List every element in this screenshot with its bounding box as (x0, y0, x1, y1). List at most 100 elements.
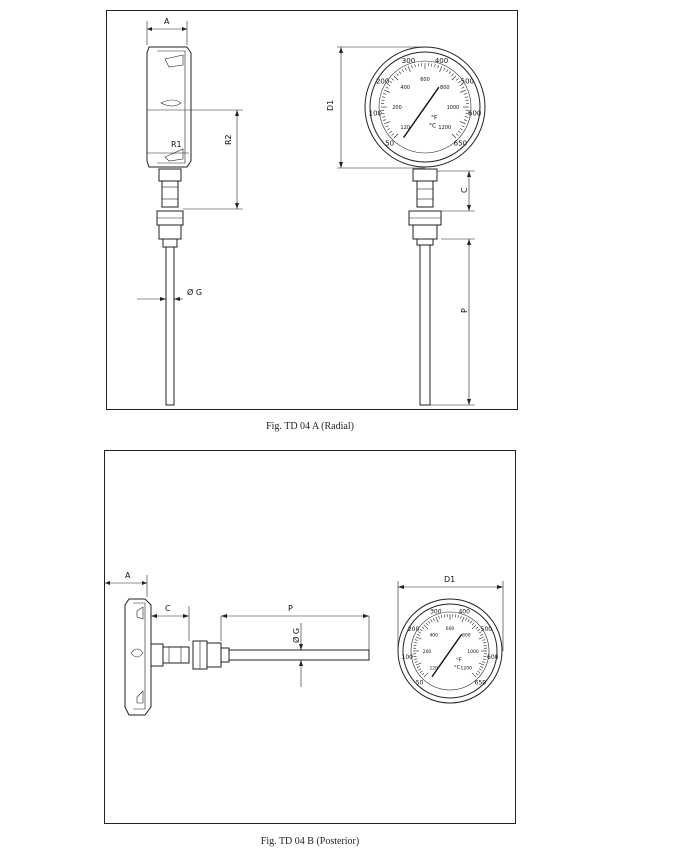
dial-tick (455, 133, 459, 136)
dial-tick (391, 78, 395, 81)
outer-scale-label: 300 (402, 57, 415, 65)
dial-tick (411, 65, 413, 69)
figure-b-drawing: A C (105, 571, 504, 716)
outer-scale-label: 600 (487, 654, 499, 661)
dial-tick (414, 64, 416, 68)
dial-tick (471, 672, 477, 678)
dial-tick (446, 69, 449, 73)
dial-tick (421, 626, 425, 630)
inner-scale-label: 400 (400, 85, 410, 91)
dial-tick (384, 121, 391, 125)
unit-outer-label: °F (456, 657, 462, 663)
outer-scale-label: 100 (369, 110, 382, 118)
dial-tick (384, 89, 391, 93)
dial-tick (441, 614, 443, 619)
dim-r2-label: R2 (224, 134, 233, 145)
dial-tick (451, 133, 457, 139)
dim-d1-b-label: D1 (444, 575, 455, 584)
outer-scale-label: 200 (376, 77, 389, 85)
figure-b-caption: Fig. TD 04 B (Posterior) (260, 836, 360, 847)
side-view-b: A C (105, 571, 370, 716)
dial-tick (389, 130, 393, 134)
dial-tick (463, 119, 467, 121)
dial-tick (459, 128, 463, 131)
dial-tick (398, 71, 402, 75)
dial-tick (423, 672, 429, 678)
dial-tick (464, 116, 468, 118)
dial-tick (430, 619, 433, 623)
dim-a-label: A (164, 17, 170, 26)
dim-r1-label: R1 (171, 140, 182, 149)
outer-scale-label: 500 (461, 77, 474, 85)
dial-tick (418, 631, 422, 634)
dial-tick (459, 121, 466, 125)
dial-tick (443, 67, 446, 71)
dial-tick (457, 614, 459, 619)
inner-scale-label: 600 (446, 626, 455, 632)
dial-tick (419, 629, 423, 632)
dim-g-label: Ø G (187, 287, 202, 297)
outer-scale-label: 200 (408, 626, 420, 633)
dial-tick (457, 80, 461, 84)
dial-tick (478, 668, 482, 671)
figure-b-panel: A C (104, 450, 516, 824)
outer-scale-label: 50 (385, 139, 394, 147)
dial-tick (471, 624, 477, 630)
dial-tick (457, 130, 461, 134)
inner-scale-label: 120 (400, 125, 410, 131)
dial-tick (393, 133, 399, 139)
inner-scale-label: 1000 (467, 649, 479, 655)
outer-scale-label: 650 (454, 139, 467, 147)
dim-p-b-label: P (288, 604, 293, 613)
dial-tick (418, 668, 422, 671)
dial-tick (478, 631, 482, 634)
dial-tick (461, 125, 465, 128)
inner-scale-label: 200 (392, 105, 402, 111)
dim-g-b-label: Ø G (291, 628, 301, 643)
dial-tick (415, 636, 422, 640)
dial-tick (419, 670, 423, 673)
dial-tick (385, 125, 389, 128)
outer-scale-label: 600 (468, 110, 481, 118)
dial-tick (401, 69, 404, 73)
dial-tick (475, 626, 479, 630)
dial-tick (448, 71, 452, 75)
unit-inner-label: °C (429, 123, 436, 130)
dial-tick (385, 86, 389, 89)
dial-tick (387, 83, 391, 86)
dial-tick (414, 661, 418, 663)
dial-tick (465, 617, 468, 621)
dim-a-b-label: A (125, 571, 131, 580)
unit-outer-label: °F (431, 115, 438, 122)
inner-scale-label: 120 (429, 665, 438, 671)
dial-tick (393, 75, 399, 81)
dial-tick (460, 615, 462, 619)
dim-p-label: P (460, 308, 469, 313)
dial-tick (439, 66, 443, 73)
dial-tick (413, 642, 418, 644)
dial-tick (451, 73, 454, 77)
dial-tick (438, 615, 440, 619)
unit-inner-label: °C (454, 665, 461, 671)
dial-tick (478, 636, 485, 640)
dial-tick (459, 89, 466, 93)
dial-tick (413, 658, 418, 660)
dial-tick (455, 78, 459, 81)
dial-tick (421, 672, 425, 676)
dial-tick (461, 616, 465, 623)
outer-scale-label: 100 (402, 654, 414, 661)
dial-needle (431, 633, 463, 678)
figure-a-drawing: A R1 R2 (137, 17, 486, 406)
dim-d1-label: D1 (326, 100, 335, 111)
dial-tick (383, 93, 387, 95)
dial-tick (432, 617, 435, 621)
dial-tick (387, 128, 391, 131)
dial-tick (425, 622, 429, 626)
outer-scale-label: 650 (475, 679, 487, 686)
outer-scale-label: 400 (458, 608, 470, 615)
dial-tick (480, 666, 484, 669)
